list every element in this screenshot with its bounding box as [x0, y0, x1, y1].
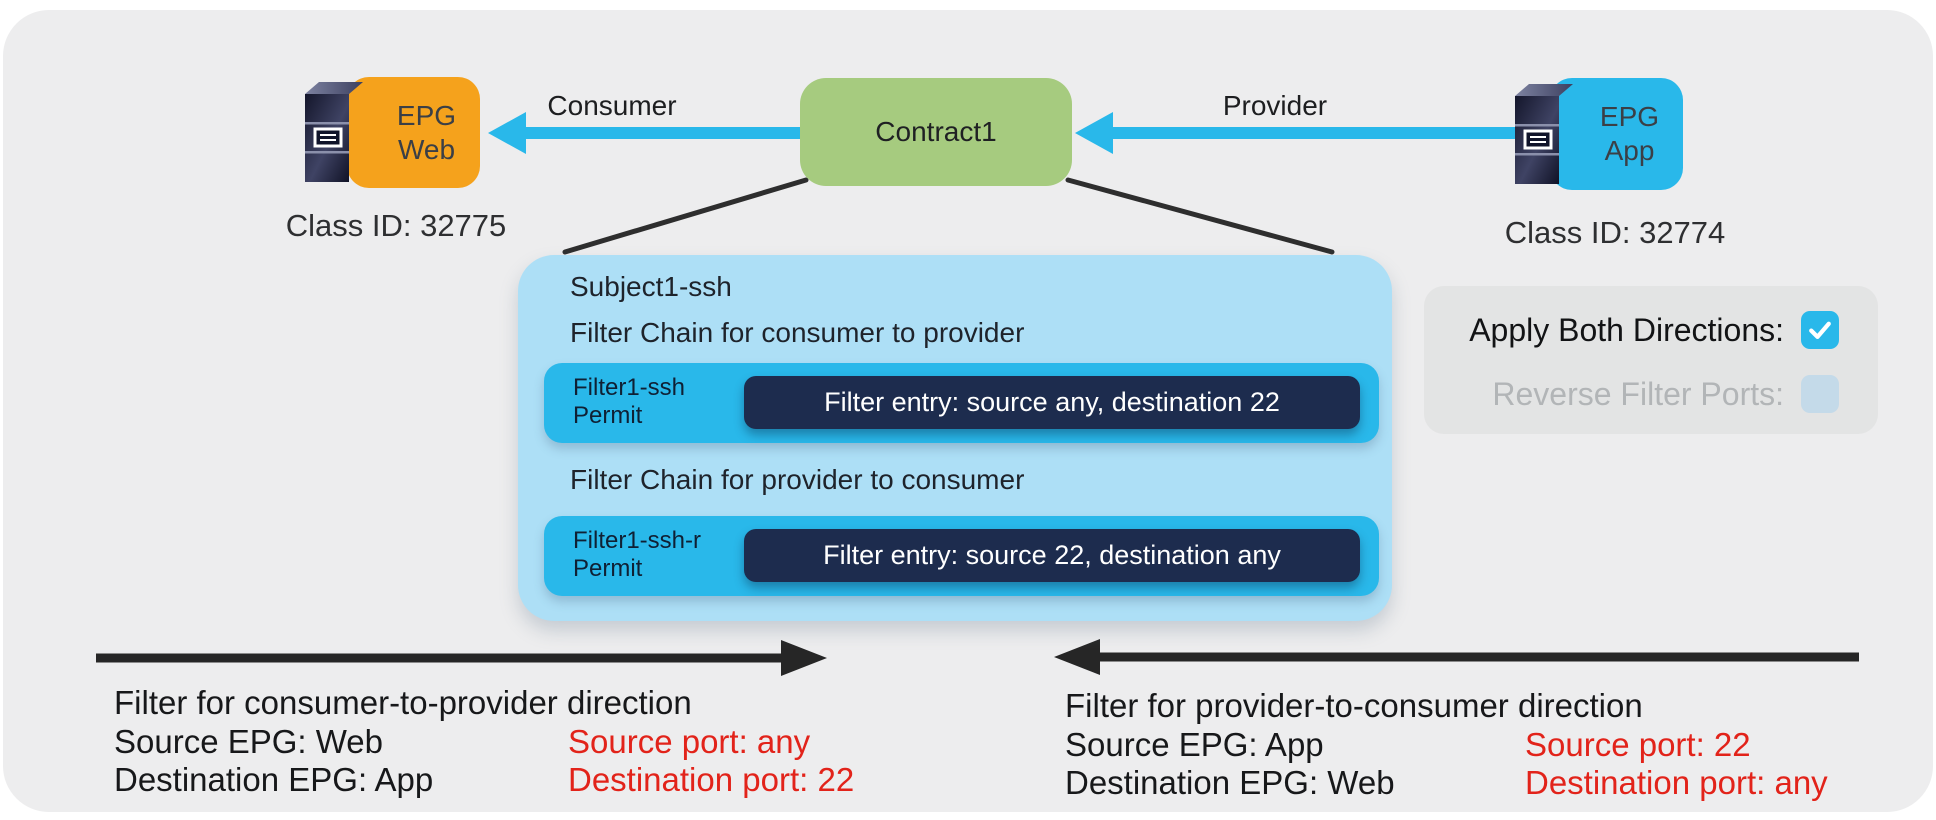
provider-arrow-head-icon	[1075, 112, 1113, 154]
p2c-source-port: Source port: 22	[1525, 726, 1751, 763]
filter-row-c2p: Filter1-ssh Permit Filter entry: source …	[544, 363, 1379, 443]
c2p-destination-epg: Destination EPG: App	[114, 761, 434, 798]
apply-both-directions-label: Apply Both Directions:	[1469, 311, 1784, 348]
filter-chain-heading-p2c: Filter Chain for provider to consumer	[570, 464, 1025, 495]
filter-name: Filter1-ssh	[573, 374, 686, 401]
server-icon	[1515, 84, 1573, 184]
p2c-source-epg: Source EPG: App	[1065, 726, 1324, 763]
c2p-destination-port: Destination port: 22	[568, 761, 855, 798]
filter-name-and-action: Filter1-ssh Permit	[573, 374, 685, 430]
server-icon	[305, 82, 363, 182]
filter-entry-c2p: Filter entry: source any, destination 22	[744, 376, 1360, 429]
c2p-source-epg: Source EPG: Web	[114, 723, 384, 760]
consumer-edge-label: Consumer	[547, 90, 677, 121]
consumer-arrow-head-icon	[488, 112, 526, 154]
epg-web-box: EPG Web	[347, 77, 480, 188]
c2p-source-port: Source port: any	[568, 723, 811, 760]
reverse-filter-ports-checkbox	[1801, 375, 1839, 413]
provider-edge-label: Provider	[1222, 90, 1328, 121]
apply-both-directions-checkbox	[1801, 311, 1839, 349]
epg-app-label-line2: App	[1604, 135, 1655, 166]
reverse-filter-ports-row: Reverse Filter Ports:	[1448, 372, 1839, 416]
reverse-filter-ports-label: Reverse Filter Ports:	[1492, 375, 1784, 412]
filter-name-and-action: Filter1-ssh-r Permit	[573, 527, 701, 583]
contract-box: Contract1	[800, 78, 1072, 186]
epg-app-class-id: Class ID: 32774	[1504, 215, 1726, 250]
filter-row-p2c: Filter1-ssh-r Permit Filter entry: sourc…	[544, 516, 1379, 596]
check-icon	[1809, 321, 1831, 339]
filter-chain-heading-c2p: Filter Chain for consumer to provider	[570, 317, 1025, 348]
epg-web-class-id: Class ID: 32775	[285, 208, 507, 243]
contract-label: Contract1	[875, 116, 997, 147]
subject-box: Subject1-ssh Filter Chain for consumer t…	[518, 255, 1392, 621]
contract-subject-line-left	[562, 177, 809, 255]
p2c-summary-title: Filter for provider-to-consumer directio…	[1065, 687, 1643, 724]
subject-title: Subject1-ssh	[570, 271, 732, 302]
epg-web-label-line1: EPG	[396, 99, 457, 131]
c2p-direction-arrow-head-icon	[781, 640, 827, 676]
p2c-direction-arrow-head-icon	[1054, 639, 1100, 675]
filter-entry-p2c: Filter entry: source 22, destination any	[744, 529, 1360, 582]
epg-app-box: EPG App	[1550, 78, 1683, 190]
apply-both-directions-row: Apply Both Directions:	[1448, 308, 1839, 352]
c2p-summary-title: Filter for consumer-to-provider directio…	[114, 684, 692, 721]
p2c-destination-port: Destination port: any	[1525, 764, 1828, 801]
filter-action: Permit	[573, 555, 643, 582]
filter-action: Permit	[573, 402, 643, 429]
p2c-destination-epg: Destination EPG: Web	[1065, 764, 1395, 801]
epg-web-label-line2: Web	[397, 133, 456, 165]
epg-app-label-line1: EPG	[1599, 101, 1660, 132]
filter-name: Filter1-ssh-r	[573, 527, 702, 554]
contract-subject-line-right	[1065, 177, 1335, 255]
contract-options-panel: Apply Both Directions: Reverse Filter Po…	[1424, 286, 1878, 434]
